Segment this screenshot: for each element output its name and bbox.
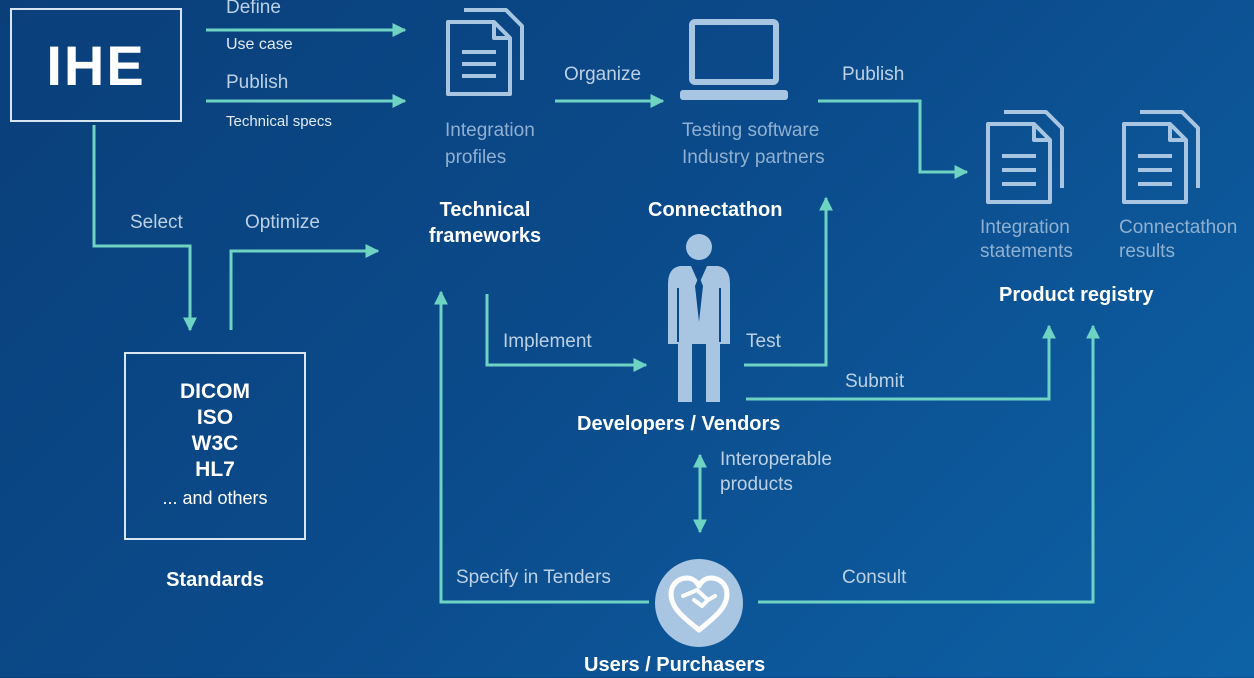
specify-label: Specify in Tenders <box>456 567 611 588</box>
use-case-label: Use case <box>226 36 293 53</box>
document-stack-icon <box>446 8 524 96</box>
arrow-optimize <box>229 244 380 330</box>
arrow-consult <box>758 324 1100 604</box>
arrow-publish-right <box>818 99 969 179</box>
organize-label: Organize <box>564 64 642 85</box>
integration-profiles-line1: Integration <box>445 120 535 141</box>
connectathon-results-line2: results <box>1119 241 1175 262</box>
arrow-select <box>92 125 197 332</box>
select-label: Select <box>130 212 183 233</box>
developers-title: Developers / Vendors <box>577 413 781 435</box>
arrow-specify <box>434 290 649 604</box>
ihe-title: IHE <box>46 33 146 97</box>
technical-frameworks-title: Technical frameworks <box>400 197 570 249</box>
arrow-test <box>744 196 833 367</box>
handshake-heart-icon <box>655 559 743 647</box>
interoperable-label-line1: Interoperable <box>720 449 832 470</box>
publish-right-label: Publish <box>842 64 905 85</box>
standard-others: ... and others <box>162 488 268 508</box>
interoperable-label-line2: products <box>720 474 793 495</box>
optimize-label: Optimize <box>245 212 320 233</box>
connectathon-results-line1: Connectathon <box>1119 217 1238 238</box>
users-title: Users / Purchasers <box>584 654 766 676</box>
ihe-box: IHE <box>10 8 182 122</box>
integration-statements-line2: statements <box>980 241 1073 262</box>
technical-frameworks-line2: frameworks <box>428 225 542 247</box>
submit-label: Submit <box>845 371 905 392</box>
arrow-submit <box>746 324 1056 401</box>
standards-box: DICOM ISO W3C HL7 ... and others <box>124 352 306 540</box>
document-stack-icon <box>986 110 1064 204</box>
laptop-icon <box>680 19 788 100</box>
integration-statements-line1: Integration <box>980 217 1070 238</box>
standard-w3c: W3C <box>191 432 239 455</box>
connectathon-title: Connectathon <box>648 199 783 221</box>
person-icon <box>668 234 730 402</box>
standards-title: Standards <box>166 569 264 591</box>
standard-iso: ISO <box>196 406 234 429</box>
publish-top-label: Publish <box>226 72 289 93</box>
technical-frameworks-line1: Technical <box>439 199 531 221</box>
define-label: Define <box>226 0 281 18</box>
testing-line1: Testing software <box>682 120 820 141</box>
test-label: Test <box>746 331 781 352</box>
implement-label: Implement <box>503 331 592 352</box>
arrow-implement <box>485 294 648 372</box>
standard-dicom: DICOM <box>180 380 250 403</box>
document-stack-icon <box>1122 110 1200 204</box>
standard-hl7: HL7 <box>195 458 235 481</box>
consult-label: Consult <box>842 567 907 588</box>
technical-specs-label: Technical specs <box>226 113 332 130</box>
integration-profiles-line2: profiles <box>445 147 507 168</box>
testing-line2: Industry partners <box>682 147 825 168</box>
product-registry-title: Product registry <box>999 284 1154 306</box>
